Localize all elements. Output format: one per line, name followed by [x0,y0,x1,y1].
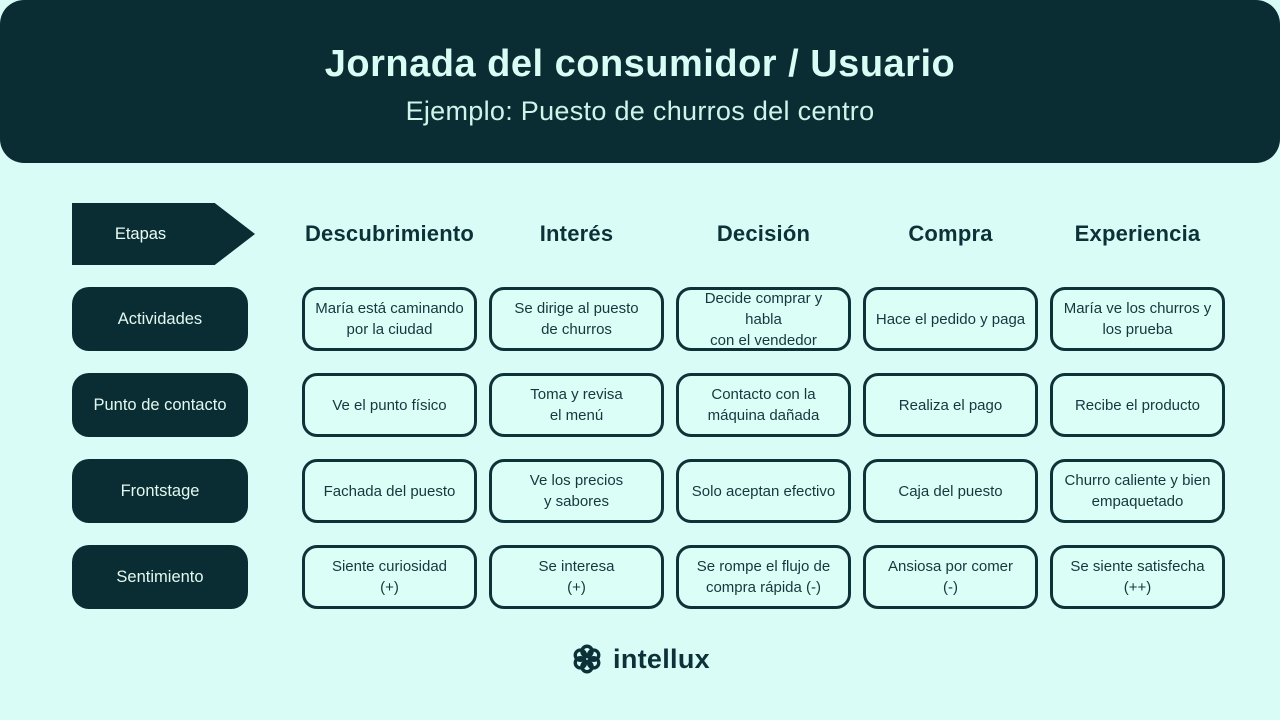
row-label-punto-de-contacto: Punto de contacto [72,373,248,437]
journey-cell: Ve los precios y sabores [489,459,664,523]
journey-cell: Toma y revisa el menú [489,373,664,437]
journey-cell: Se rompe el flujo de compra rápida (-) [676,545,851,609]
journey-cell: Contacto con la máquina dañada [676,373,851,437]
journey-cell: Ve el punto físico [302,373,477,437]
journey-cell: Siente curiosidad (+) [302,545,477,609]
column-header-descubrimiento: Descubrimiento [304,221,475,246]
journey-cell: Fachada del puesto [302,459,477,523]
brand-footer: intellux [0,642,1280,676]
column-header-experiencia: Experiencia [1074,221,1201,246]
journey-cell: Caja del puesto [863,459,1038,523]
row-label-actividades: Actividades [72,287,248,351]
journey-cell: Churro caliente y bien empaquetado [1050,459,1225,523]
journey-cell: Se dirige al puesto de churros [489,287,664,351]
row-label-sentimiento: Sentimiento [72,545,248,609]
journey-cell: Ansiosa por comer (-) [863,545,1038,609]
journey-cell: María está caminando por la ciudad [302,287,477,351]
column-header-decision: Decisión [716,221,811,246]
brand-name: intellux [613,643,710,674]
journey-cell: Se interesa (+) [489,545,664,609]
column-header-interes: Interés [539,221,614,246]
header-panel: Jornada del consumidor / Usuario Ejemplo… [0,0,1280,163]
rings-cluster-icon [570,642,604,676]
journey-cell: María ve los churros y los prueba [1050,287,1225,351]
journey-cell: Solo aceptan efectivo [676,459,851,523]
row-label-frontstage: Frontstage [72,459,248,523]
page-title: Jornada del consumidor / Usuario [324,42,956,85]
journey-grid: Etapas Descubrimiento Interés Decisión C… [72,203,1225,609]
journey-cell: Recibe el producto [1050,373,1225,437]
stages-arrow-label: Etapas [72,203,255,265]
journey-cell: Realiza el pago [863,373,1038,437]
journey-cell: Decide comprar y habla con el vendedor [676,287,851,351]
journey-cell: Se siente satisfecha (++) [1050,545,1225,609]
journey-cell: Hace el pedido y paga [863,287,1038,351]
page-subtitle: Ejemplo: Puesto de churros del centro [405,95,875,126]
column-header-compra: Compra [908,221,993,246]
